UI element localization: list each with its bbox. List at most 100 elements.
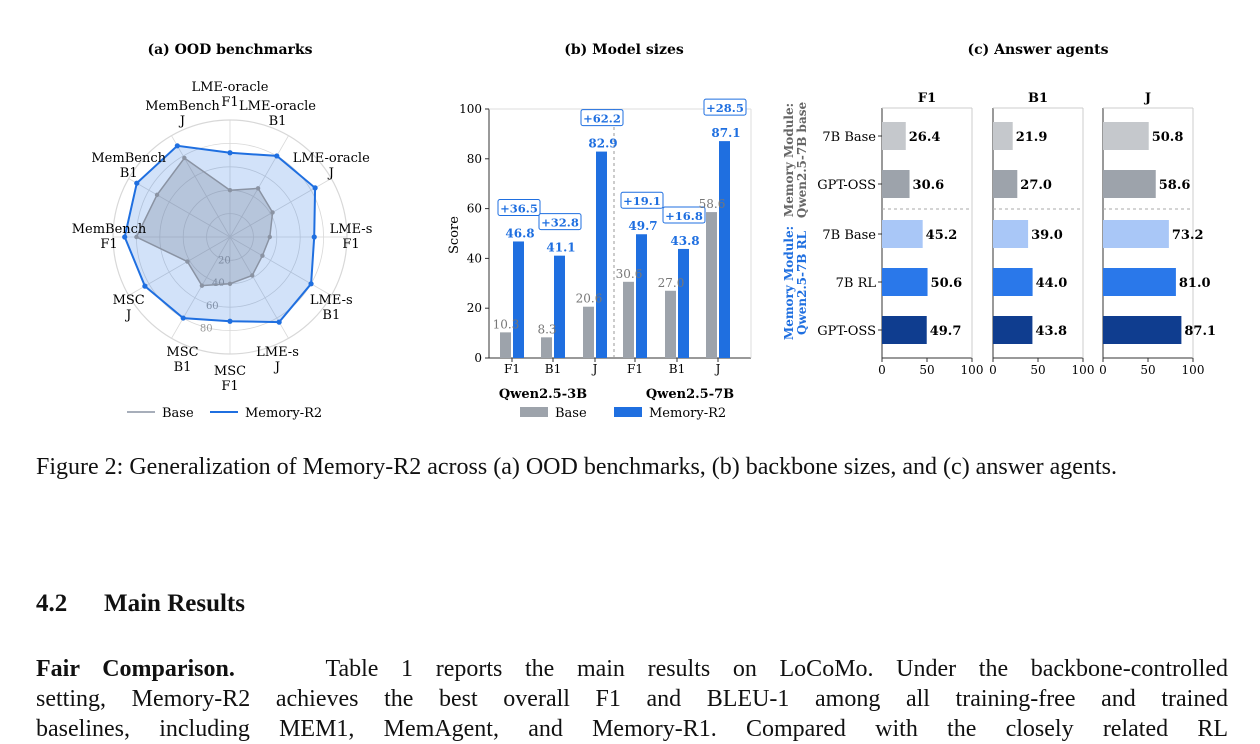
bar-memory-r2 (554, 255, 565, 358)
radar-point (227, 188, 233, 193)
radar-axis-label-line: MSC (113, 293, 145, 308)
agents-panel-title: J (1144, 91, 1151, 106)
radar-axis-label-line: F1 (342, 237, 359, 252)
gain-label: +19.1 (623, 194, 661, 208)
agents-x-tick-label: 0 (878, 363, 886, 377)
radar-point (270, 210, 275, 215)
gain-badge (620, 191, 664, 209)
bars-x-tick-label: B1 (545, 362, 561, 376)
bars-y-tick-label: 40 (467, 251, 482, 265)
agents-x-tick-label: 100 (1182, 363, 1205, 377)
bar-memory-r2-label: 87.1 (711, 126, 740, 140)
agent-bar-label: 81.0 (1179, 276, 1211, 291)
agents-category-label: GPT-OSS (817, 178, 876, 193)
radar-axis-label-line: J (178, 114, 185, 129)
answer-agents-chart: (c) Answer agents Memory Module: Qwen2.5… (782, 42, 1216, 377)
bar-base-label: 8.3 (537, 322, 556, 336)
gain-badge (662, 206, 706, 224)
agent-bar (1103, 170, 1156, 198)
bar-base (541, 337, 552, 358)
bar-base (665, 290, 676, 358)
radar-point (134, 180, 140, 186)
radar-axis-label-line: F1 (221, 379, 238, 394)
agents-category-label: 7B Base (822, 228, 876, 243)
gain-label: +32.8 (541, 216, 579, 230)
paragraph-line-1-text: Table 1 reports the main results on LoCo… (325, 656, 1229, 682)
radar-axis-label-line: LME-oracle (293, 151, 370, 166)
radar-axis-label-line: LME-s (330, 222, 373, 237)
bar-base (623, 281, 634, 358)
radar-axis-label-line: LME-oracle (192, 80, 269, 95)
bars-x-tick-label: J (591, 362, 598, 376)
radar-point (122, 234, 128, 240)
agent-bar (993, 170, 1018, 198)
radar-point (260, 253, 265, 258)
agent-bar (993, 316, 1033, 344)
legend-base-swatch (520, 407, 548, 417)
radar-point (142, 283, 148, 289)
radar-axis-label-line: LME-s (256, 345, 299, 360)
bar-memory-r2 (636, 234, 647, 358)
radar-legend: Base Memory-R2 (127, 406, 322, 421)
bars-y-tick-label: 0 (474, 351, 482, 365)
radar-axis-label-line: LME-s (310, 293, 353, 308)
radar-point (154, 192, 160, 198)
bar-base-label: 27.0 (658, 276, 685, 290)
agent-bar-label: 44.0 (1036, 276, 1068, 291)
bar-base (706, 212, 717, 358)
radar-point (267, 234, 272, 240)
bars-legend-base: Base (555, 406, 587, 421)
gain-label: +62.2 (583, 112, 621, 126)
agents-panel-title: B1 (1028, 91, 1048, 106)
legend-r2-swatch (614, 407, 642, 417)
radar-axis-label-line: B1 (120, 166, 138, 181)
bar-base-label: 20.6 (576, 292, 603, 306)
group-label-base-line2: Qwen2.5-7B base (795, 102, 809, 219)
radar-spoke (171, 236, 231, 339)
agents-category-label: GPT-OSS (817, 324, 876, 339)
group-label-base-line1: Memory Module: (782, 103, 796, 217)
bars-legend-r2: Memory-R2 (649, 406, 726, 421)
agent-bar-label: 30.6 (913, 178, 945, 193)
radar-point (274, 153, 280, 159)
radar-point (276, 319, 282, 325)
radar-point (255, 186, 261, 191)
gain-label: +28.5 (706, 101, 744, 115)
agents-x-tick-label: 100 (1072, 363, 1095, 377)
legend-base-label: Base (162, 406, 194, 421)
agents-title: (c) Answer agents (967, 42, 1108, 58)
bars-y-tick-label: 80 (467, 152, 482, 166)
bar-base-label: 30.6 (616, 267, 643, 281)
group-label-rl-line1: Memory Module: (782, 226, 796, 340)
bar-base (583, 306, 594, 358)
bars-y-tick-label: 20 (467, 301, 482, 315)
agent-bar (1103, 268, 1176, 296)
radar-axis-label-line: F1 (221, 95, 238, 110)
radar-point (227, 150, 233, 156)
radar-point (199, 283, 205, 288)
radar-point (185, 259, 190, 264)
agents-category-label: 7B Base (822, 130, 876, 145)
radar-axis-label-line: MSC (166, 345, 198, 360)
agents-x-tick-label: 50 (1030, 363, 1045, 377)
radar-point (174, 143, 180, 149)
radar-axis-label-line: F1 (100, 237, 117, 252)
group-label-rl-line2: Qwen2.5-7B RL (795, 230, 809, 335)
radar-point (180, 315, 186, 321)
radar-point (250, 273, 255, 278)
bar-memory-r2 (678, 248, 689, 358)
bars-y-tick-label: 100 (459, 102, 482, 116)
agent-bar-label: 49.7 (930, 324, 962, 339)
bar-memory-r2-label: 46.8 (505, 226, 534, 240)
radar-point (311, 234, 317, 240)
bars-x-tick-label: F1 (627, 362, 643, 376)
legend-r2-label: Memory-R2 (245, 406, 322, 421)
